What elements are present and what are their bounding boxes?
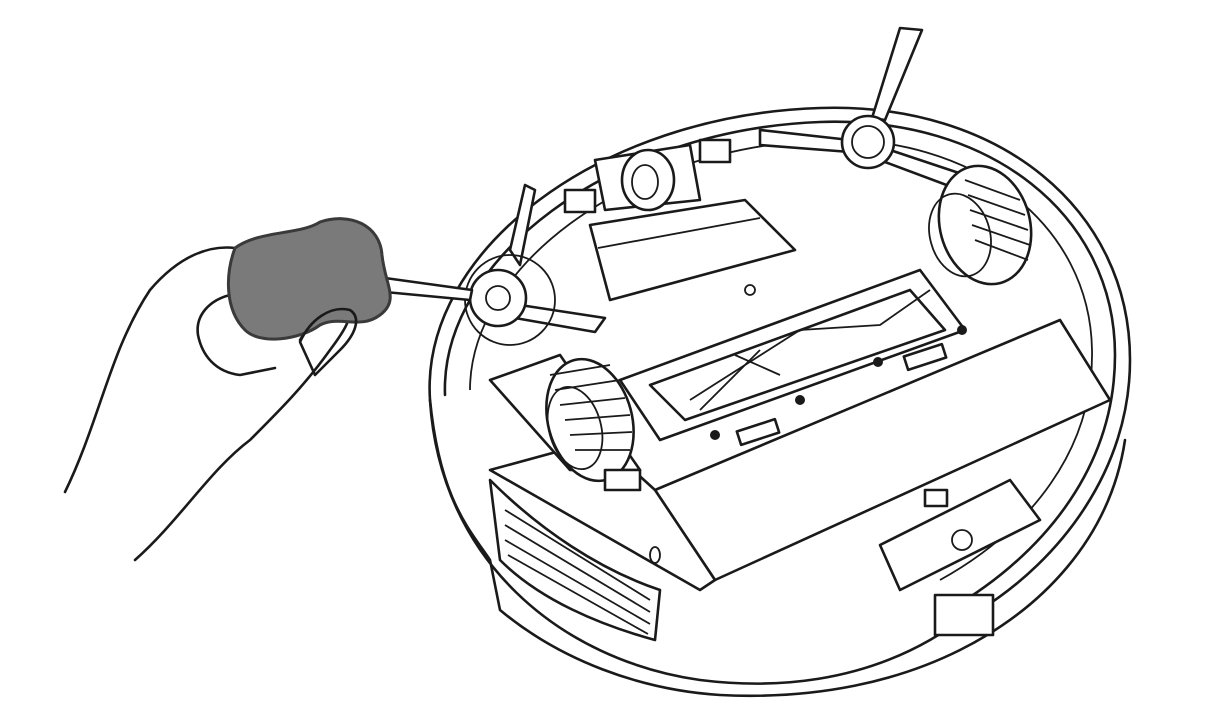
drive-wheel-left [488, 353, 642, 492]
main-brush-housing [618, 268, 967, 447]
side-brush-left [464, 183, 607, 346]
front-sensor [933, 593, 995, 637]
sponge [226, 217, 392, 341]
battery-cover [588, 198, 797, 302]
drive-wheel-right [928, 164, 1033, 286]
cleaning-brush-tool [383, 276, 474, 302]
side-vent [488, 478, 662, 642]
dustbin-panel [488, 318, 1112, 592]
caster-wheel [563, 138, 732, 214]
thumb [298, 307, 358, 377]
